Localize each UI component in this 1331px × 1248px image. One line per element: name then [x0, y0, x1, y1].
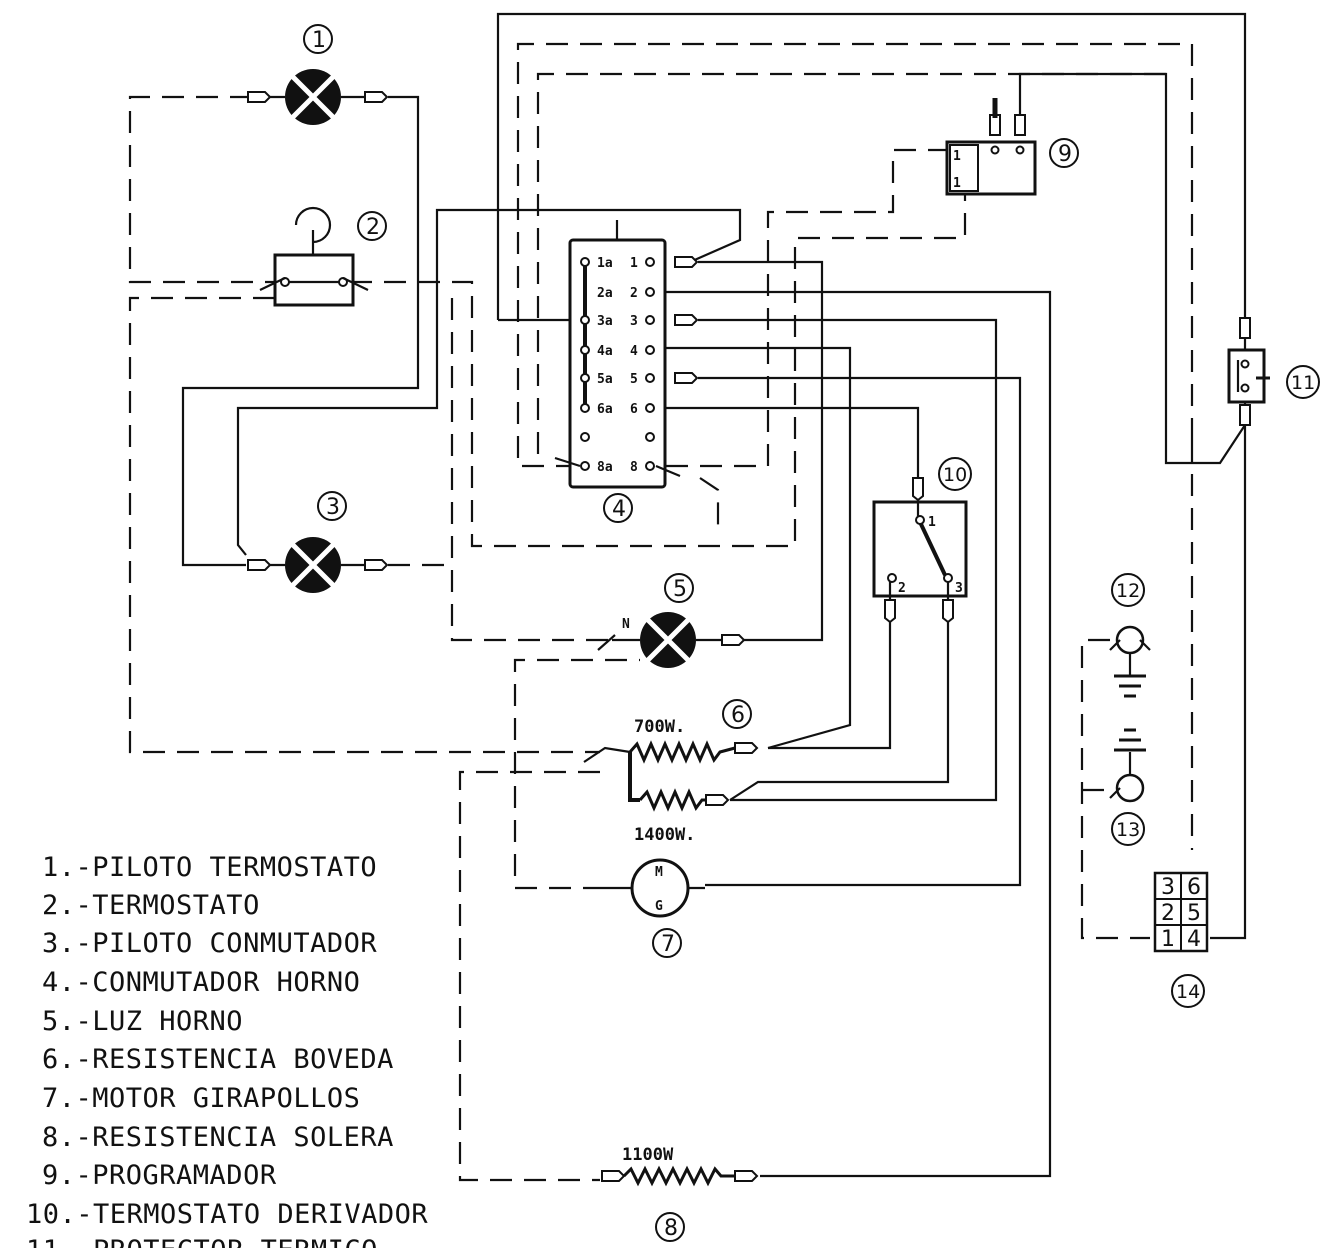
svg-text:11: 11 — [1291, 372, 1315, 394]
switch-pin-4a: 4a — [597, 344, 613, 359]
callout-7: 7 — [652, 928, 682, 958]
oven-light: N — [597, 612, 722, 668]
diverter-pin-2: 2 — [898, 581, 906, 596]
legend-item-11: 11.-PROTECTOR TERMICO — [26, 1235, 378, 1248]
thermostat — [259, 206, 369, 307]
floor-resistor: 1100W — [622, 1145, 735, 1187]
motor-mark-m: M — [655, 865, 663, 880]
diverter-pin-3: 3 — [955, 581, 963, 596]
legend-item-8: 8.-RESISTENCIA SOLERA — [42, 1122, 394, 1153]
switch-pin-6a: 6a — [597, 402, 613, 417]
pilot-lamp-switch — [270, 537, 365, 593]
callout-4: 4 — [603, 493, 633, 523]
motor-mark-g: G — [655, 899, 663, 914]
switch-pin-2: 2 — [630, 286, 638, 301]
legend-item-10: 10.-TERMOSTATO DERIVADOR — [26, 1199, 428, 1230]
svg-text:7: 7 — [661, 932, 675, 957]
switch-pin-1: 1 — [630, 256, 638, 271]
switch-pin-8: 8 — [630, 460, 638, 475]
terminal-4: 4 — [1187, 927, 1201, 952]
legend: 1.-PILOTO TERMOSTATO 2.-TERMOSTATO 3.-PI… — [26, 852, 428, 1248]
legend-item-9: 9.-PROGRAMADOR — [42, 1160, 277, 1191]
switch-pin-4: 4 — [630, 344, 638, 359]
resistor-1400-label: 1400W. — [634, 825, 695, 845]
dashed-wires — [128, 42, 1194, 1182]
legend-item-2: 2.-TERMOSTATO — [42, 890, 260, 921]
programmer-pin-top: 1 — [953, 149, 961, 164]
svg-text:6: 6 — [731, 703, 745, 728]
legend-item-3: 3.-PILOTO CONMUTADOR — [42, 928, 377, 959]
callout-11: 11 — [1286, 365, 1320, 399]
legend-item-7: 7.-MOTOR GIRAPOLLOS — [42, 1083, 360, 1114]
vault-resistors: 700W. 1400W. — [583, 717, 736, 845]
resistor-1100-label: 1100W — [622, 1145, 674, 1165]
ground-connector-12 — [1109, 625, 1151, 698]
programmer: 1 1 — [945, 98, 1037, 196]
callout-3: 3 — [317, 491, 347, 521]
terminal-5: 5 — [1187, 901, 1201, 926]
terminal-2: 2 — [1161, 901, 1175, 926]
switch-pin-6: 6 — [630, 402, 638, 417]
svg-text:5: 5 — [673, 577, 687, 602]
callout-2: 2 — [357, 211, 387, 241]
terminal-1: 1 — [1161, 927, 1175, 952]
terminal-3: 3 — [1161, 875, 1175, 900]
callout-12: 12 — [1111, 573, 1145, 607]
svg-text:2: 2 — [366, 215, 380, 240]
rotisserie-motor: M G — [605, 858, 705, 918]
legend-item-4: 4.-CONMUTADOR HORNO — [42, 967, 360, 998]
switch-pin-8a: 8a — [597, 460, 613, 475]
component-callouts: 1 2 3 4 5 6 7 8 9 10 11 12 13 14 — [303, 24, 1320, 1242]
switch-pin-1a: 1a — [597, 256, 613, 271]
svg-text:1: 1 — [312, 28, 326, 53]
svg-text:8: 8 — [664, 1216, 678, 1241]
svg-text:13: 13 — [1116, 819, 1140, 841]
svg-text:12: 12 — [1116, 580, 1140, 602]
resistor-700-label: 700W. — [634, 717, 685, 737]
svg-text:4: 4 — [612, 497, 626, 522]
diverter-pin-1: 1 — [928, 515, 936, 530]
svg-text:14: 14 — [1176, 981, 1200, 1003]
legend-item-6: 6.-RESISTENCIA BOVEDA — [42, 1044, 394, 1075]
legend-item-5: 5.-LUZ HORNO — [42, 1006, 243, 1037]
callout-13: 13 — [1111, 812, 1145, 846]
switch-pin-5a: 5a — [597, 372, 613, 387]
callout-9: 9 — [1049, 138, 1079, 168]
programmer-pin-bottom: 1 — [953, 176, 961, 191]
svg-text:9: 9 — [1058, 142, 1072, 167]
callout-6: 6 — [722, 699, 752, 729]
callout-8: 8 — [655, 1212, 685, 1242]
svg-text:3: 3 — [326, 495, 340, 520]
diverter-thermostat: 1 2 3 — [872, 500, 968, 600]
terminal-block: 3 6 2 5 1 4 — [1153, 871, 1209, 953]
ground-connector-13 — [1109, 728, 1146, 803]
svg-text:10: 10 — [943, 464, 967, 486]
callout-1: 1 — [303, 24, 333, 54]
lamp5-mark: N — [622, 617, 630, 632]
switch-pin-5: 5 — [630, 372, 638, 387]
callout-14: 14 — [1171, 974, 1205, 1008]
callout-5: 5 — [664, 573, 694, 603]
connector-tabs — [247, 91, 1251, 1182]
switch-pin-2a: 2a — [597, 286, 613, 301]
oven-switch: 1a 2a 3a 4a 5a 6a 8a 1 2 3 4 5 6 8 — [554, 220, 681, 489]
pilot-lamp-thermostat — [270, 69, 365, 125]
callout-10: 10 — [938, 457, 972, 491]
switch-pin-3a: 3a — [597, 314, 613, 329]
switch-pin-3: 3 — [630, 314, 638, 329]
legend-item-1: 1.-PILOTO TERMOSTATO — [42, 852, 377, 883]
solid-wires — [181, 12, 1247, 1178]
thermal-protector — [1227, 338, 1270, 405]
terminal-6: 6 — [1187, 875, 1201, 900]
